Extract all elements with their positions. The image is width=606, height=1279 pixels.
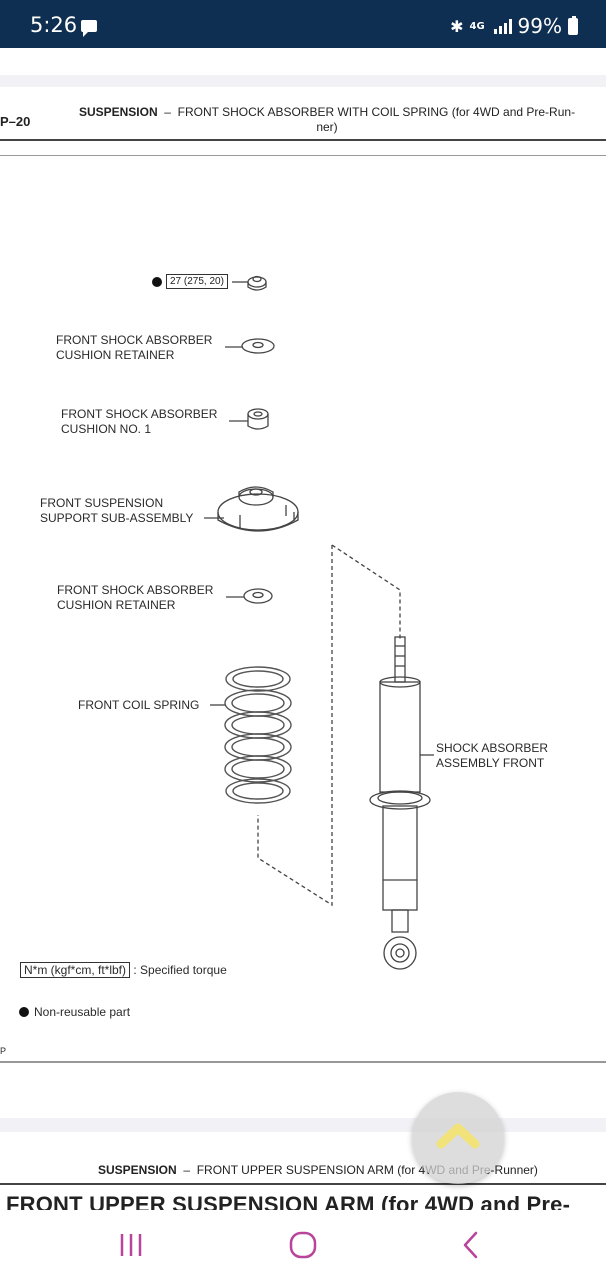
scroll-to-top-button[interactable]	[412, 1092, 504, 1184]
page-title: SUSPENSION – FRONT SHOCK ABSORBER WITH C…	[78, 105, 576, 134]
cushion-retainer-bottom-part	[243, 588, 273, 604]
navigation-bar	[0, 1210, 606, 1279]
cushion-retainer-top-part	[241, 338, 275, 354]
torque-spec: 27 (275, 20)	[166, 274, 228, 289]
signal-icon	[493, 18, 512, 34]
chevron-up-icon	[436, 1123, 480, 1149]
lock-nut-part	[247, 275, 267, 291]
legend-nonreusable: Non-reusable part	[34, 1005, 131, 1019]
home-icon	[289, 1231, 317, 1259]
title-line-1: FRONT SHOCK ABSORBER WITH COIL SPRING (f…	[177, 105, 576, 119]
manual-page-header: P–20 SUSPENSION – FRONT SHOCK ABSORBER W…	[0, 100, 606, 140]
legend-torque: N*m (kgf*cm, ft*lbf) : Specified torque	[20, 962, 227, 978]
message-notification-icon	[81, 20, 97, 37]
status-time: 5:26	[30, 13, 78, 37]
shock-absorber-part	[369, 636, 431, 970]
corner-mark: P	[0, 1046, 7, 1056]
page-divider	[0, 75, 606, 87]
next-page-rule	[0, 1183, 606, 1185]
home-button[interactable]	[278, 1228, 328, 1262]
recent-apps-button[interactable]	[106, 1228, 156, 1262]
title-line-2: ner)	[316, 120, 338, 134]
cushion-no1-part	[247, 408, 269, 430]
section-name: SUSPENSION	[78, 105, 158, 119]
page-number: P–20	[0, 114, 31, 129]
recent-apps-icon	[120, 1234, 142, 1256]
coil-spring-part	[224, 666, 292, 804]
suspension-support-part	[217, 486, 299, 532]
header-rule	[0, 139, 606, 141]
nonreusable-dot-icon	[152, 277, 162, 287]
network-type: 4G	[469, 20, 485, 32]
back-icon	[463, 1231, 478, 1259]
battery-level: 99%	[517, 14, 562, 38]
label-coil-spring: FRONT COIL SPRING	[78, 698, 200, 712]
status-bar: 5:26 ✱ 4G 99%	[0, 0, 606, 48]
back-button[interactable]	[446, 1228, 496, 1262]
battery-icon	[568, 15, 578, 35]
header-rule-thin	[0, 155, 606, 156]
legend-dot-icon	[19, 1007, 29, 1017]
bluetooth-icon: ✱	[450, 16, 464, 36]
page-divider-2	[0, 1118, 606, 1132]
status-icons: ✱ 4G 99%	[450, 14, 578, 38]
